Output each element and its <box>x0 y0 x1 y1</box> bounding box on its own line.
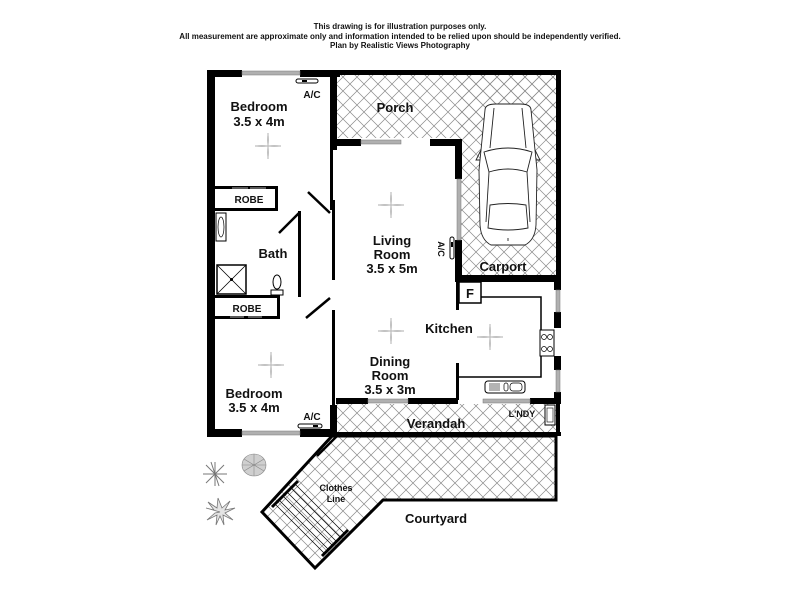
fan-icon <box>254 132 282 160</box>
disclaimer-line-1: This drawing is for illustration purpose… <box>313 22 487 31</box>
window-bedroom-bottom <box>241 430 301 436</box>
label-clothes: Clothes <box>319 483 352 493</box>
label-ac-bedroom-bottom: A/C <box>303 412 320 423</box>
walls <box>207 70 561 437</box>
window-kitchen-bottom <box>482 398 531 404</box>
label-bath: Bath <box>259 246 288 261</box>
label-dining: Dining <box>370 354 410 369</box>
label-kitchen: Kitchen <box>425 321 473 336</box>
window-kitchen-right-1 <box>555 289 561 313</box>
label-fridge: F <box>466 286 474 301</box>
label-dining-size: 3.5 x 3m <box>364 382 415 397</box>
fan-icon <box>257 351 285 379</box>
label-robe-top: ROBE <box>235 195 264 206</box>
fan-icon <box>377 317 405 345</box>
label-robe-bottom: ROBE <box>233 304 262 315</box>
verandah-area <box>336 404 544 433</box>
bathtub-icon <box>215 212 227 242</box>
ac-unit-icon <box>297 423 323 429</box>
label-bedroom-top: Bedroom <box>230 99 287 114</box>
toilet-icon <box>270 274 284 296</box>
label-ac-living: A/C <box>436 241 446 257</box>
ac-unit-icon <box>295 78 319 84</box>
door-bedroom-top <box>307 191 331 214</box>
window-living-right <box>456 178 462 241</box>
door-bedroom-bottom <box>305 297 331 319</box>
label-bedroom-top-size: 3.5 x 4m <box>233 114 284 129</box>
shower-icon <box>216 264 247 295</box>
fridge-box <box>458 281 482 304</box>
plant-icon <box>241 453 267 477</box>
room-labels: A/C Bedroom 3.5 x 4m ROBE Bath ROBE Bedr… <box>225 90 535 526</box>
courtyard-outline <box>259 434 558 571</box>
robe-doors <box>230 187 266 318</box>
label-line: Line <box>327 494 346 504</box>
doors <box>278 191 338 457</box>
label-carport: Carport <box>480 259 528 274</box>
courtyard-area <box>262 435 556 568</box>
label-laundry: L'NDY <box>509 409 536 419</box>
window-dining <box>367 398 409 404</box>
fan-icon <box>476 323 504 351</box>
label-bedroom-bottom-size: 3.5 x 4m <box>228 400 279 415</box>
window-kitchen-right-2 <box>555 369 561 393</box>
window-bedroom-top <box>241 70 301 76</box>
cooktop-icon <box>539 329 555 357</box>
sink-icon <box>484 380 526 394</box>
label-ac-bedroom-top: A/C <box>303 90 320 101</box>
label-living: Living <box>373 233 411 248</box>
disclaimer-line-2: All measurement are approximate only and… <box>179 31 621 41</box>
plant-icon <box>203 461 227 487</box>
label-courtyard: Courtyard <box>405 511 467 526</box>
car-icon <box>475 103 541 246</box>
ac-unit-icon <box>449 236 455 260</box>
plant-icon <box>205 497 236 526</box>
door-bath <box>278 211 301 234</box>
clothes-line-icon <box>270 479 350 558</box>
label-porch: Porch <box>377 100 414 115</box>
label-bedroom-bottom: Bedroom <box>225 386 282 401</box>
door-courtyard <box>316 435 338 457</box>
fan-icon <box>377 191 405 219</box>
label-living-room: Room <box>374 247 411 262</box>
window-living-top <box>360 139 402 145</box>
windows <box>241 70 561 436</box>
label-dining-room: Room <box>372 368 409 383</box>
laundry-tub-icon <box>544 404 556 426</box>
label-living-size: 3.5 x 5m <box>366 261 417 276</box>
label-verandah: Verandah <box>407 416 466 431</box>
disclaimer-line-3: Plan by Realistic Views Photography <box>330 41 470 50</box>
disclaimer: This drawing is for illustration purpose… <box>0 22 800 51</box>
